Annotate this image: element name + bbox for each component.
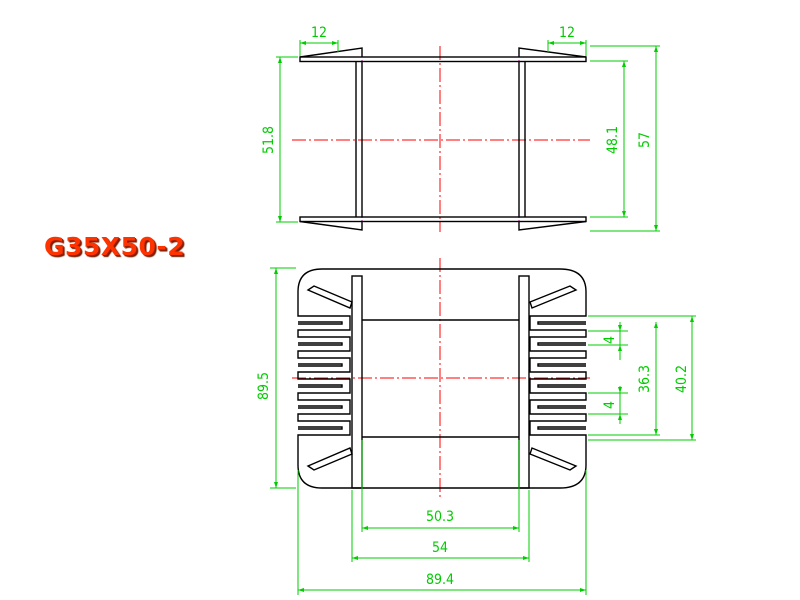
top-view-outline — [299, 47, 587, 231]
dim-front-flange-width: 54 — [432, 540, 448, 556]
top-view-dimension-arrows — [278, 41, 658, 231]
dim-top-overall-height: 57 — [637, 132, 653, 148]
front-view-centerlines — [292, 258, 590, 500]
dim-top-flange-right: 12 — [559, 25, 575, 41]
dim-front-overall-width: 89.4 — [426, 572, 454, 588]
front-view-dimension-arrows — [274, 268, 694, 592]
dim-top-flange-left: 12 — [311, 25, 327, 41]
top-view-centerlines — [292, 46, 590, 232]
dim-front-slot-top: 4 — [602, 336, 618, 344]
top-view: 12 12 51.8 48.1 57 — [261, 25, 660, 232]
dim-top-inner-height: 51.8 — [261, 126, 277, 154]
dim-front-window-height: 36.3 — [637, 365, 653, 393]
front-view: 89.5 4 4 36.3 40.2 50.3 54 89.4 — [256, 258, 696, 595]
dim-top-window-height: 48.1 — [605, 126, 621, 154]
part-title: G35X50-2 — [44, 232, 186, 261]
top-view-dimension-lines — [276, 40, 660, 232]
dim-front-slot-bottom: 4 — [602, 401, 618, 409]
front-view-outline — [297, 268, 587, 489]
front-view-dimension-lines — [270, 267, 696, 595]
dim-front-window-width: 50.3 — [426, 509, 454, 525]
dim-front-pin-span: 40.2 — [674, 365, 690, 393]
dim-front-overall-height: 89.5 — [256, 372, 272, 400]
